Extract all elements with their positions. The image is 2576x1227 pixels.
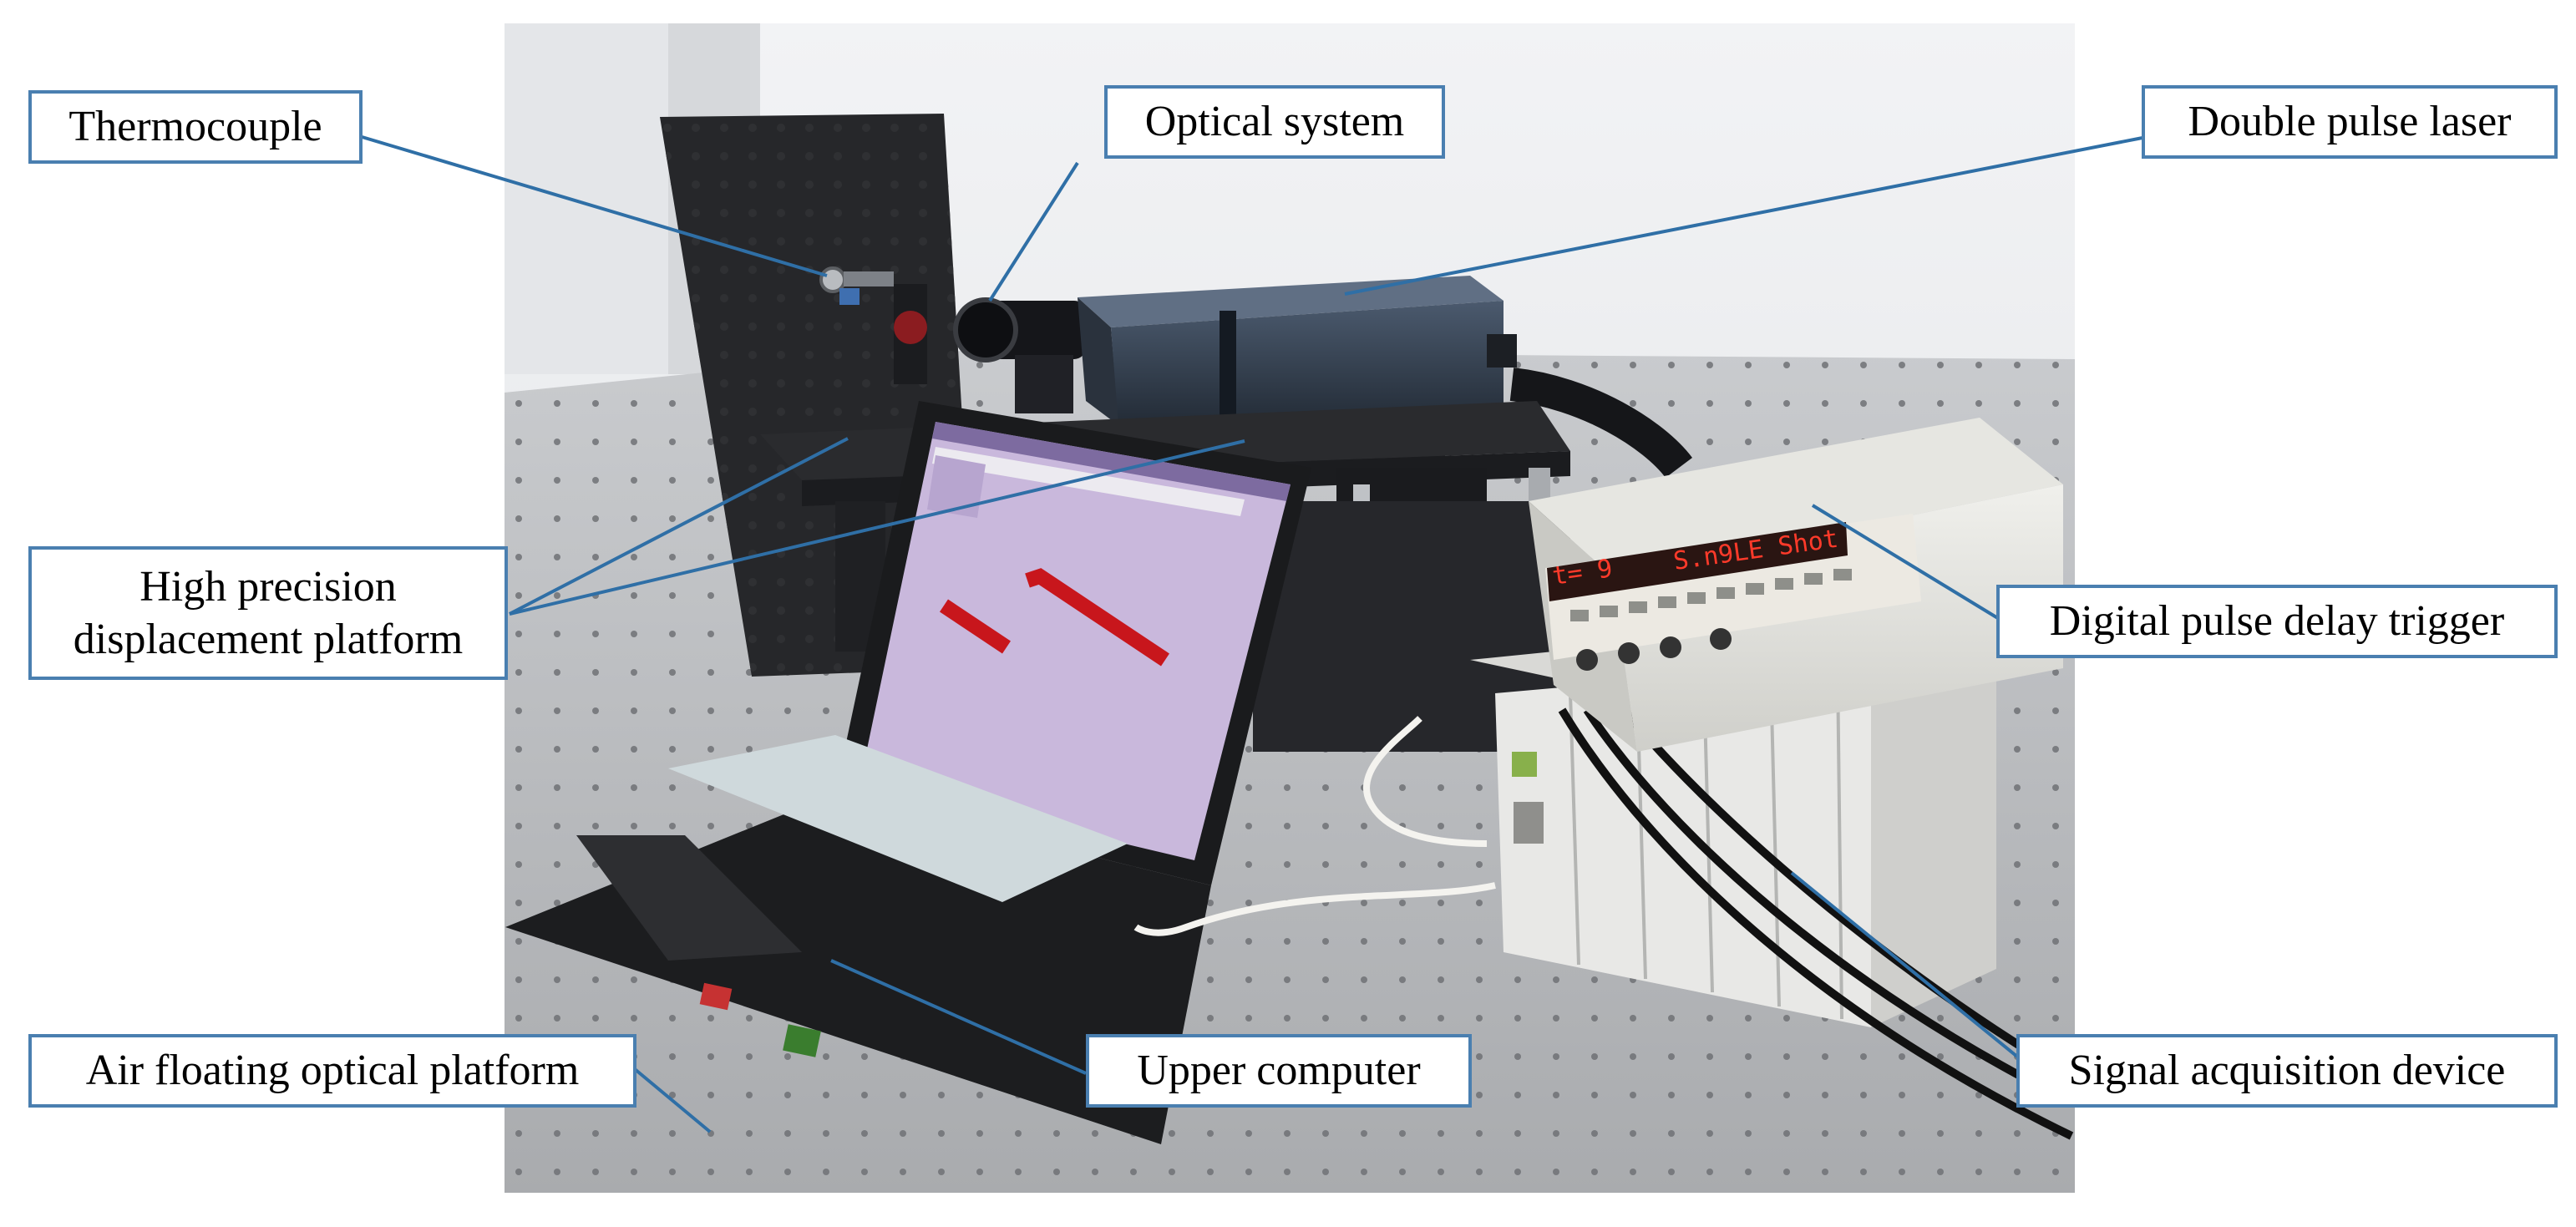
leader-double-pulse-laser [1344,136,2143,296]
leader-air-platform [633,1067,712,1133]
callout-air-platform: Air floating optical platform [28,1034,636,1108]
optical-system-device [894,284,1086,413]
leader-lines [350,132,2143,1133]
callout-delay-trigger: Digital pulse delay trigger [1996,585,2558,658]
callout-displacement-platform: High precision displacement platform [28,546,508,680]
leader-optical-system [988,161,1079,302]
delay-trigger-label: Digital pulse delay trigger [2049,597,2505,646]
double-pulse-laser-label: Double pulse laser [2188,98,2512,146]
platform-label-line2: displacement platform [73,616,464,663]
callout-signal-device: Signal acquisition device [2016,1034,2558,1108]
upper-computer-label: Upper computer [1137,1047,1421,1095]
leader-platform-2 [509,439,1245,616]
optical-system-label: Optical system [1144,98,1405,146]
trigger-display [1547,522,1848,601]
screen-trace-1 [940,599,1011,654]
callout-optical-system: Optical system [1104,85,1445,159]
laptop-device [505,401,1311,1144]
screen-trace-2 [1025,568,1169,667]
thermocouple-label: Thermocouple [68,103,322,151]
leader-platform-1 [509,437,849,616]
leader-thermocouple [350,132,828,277]
signal-device-label: Signal acquisition device [2068,1047,2506,1095]
laptop-keyboard [668,735,1128,902]
laser-hose [1509,368,1692,479]
laptop-screen [860,422,1291,860]
callout-upper-computer: Upper computer [1086,1034,1472,1108]
callout-double-pulse-laser: Double pulse laser [2142,85,2558,159]
air-platform-label: Air floating optical platform [85,1047,580,1095]
leader-signal-device [1790,871,2019,1058]
leader-upper-computer [830,959,1087,1075]
callout-thermocouple: Thermocouple [28,90,363,164]
leader-delay-trigger [1811,504,2002,621]
digital-pulse-delay-trigger-device: t= 9 S.n9LE Shot [1529,418,2063,752]
platform-label-line1: High precision [139,562,397,611]
